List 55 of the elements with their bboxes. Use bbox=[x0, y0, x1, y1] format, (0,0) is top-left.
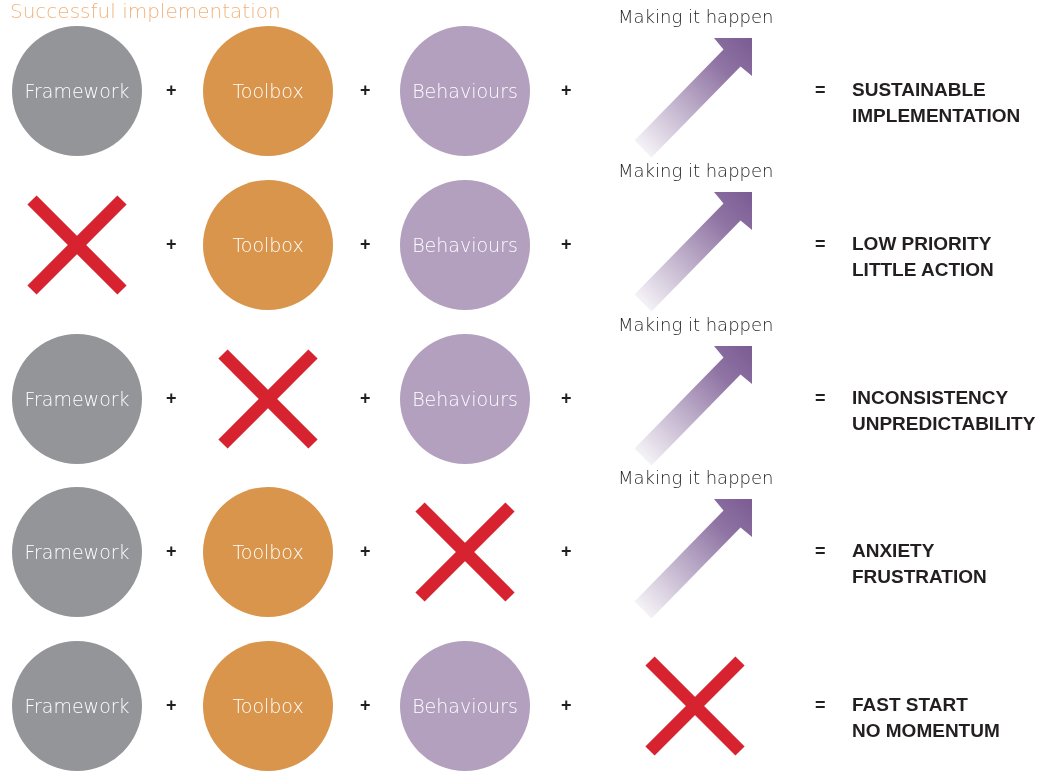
plus-sign: + bbox=[166, 80, 177, 100]
cross-mark bbox=[218, 349, 318, 449]
outcome-text: NO MOMENTUM bbox=[852, 720, 1000, 742]
plus-sign: + bbox=[561, 234, 572, 254]
circle-label: Framework bbox=[24, 541, 130, 563]
cross-mark bbox=[27, 195, 127, 295]
equals-sign: = bbox=[815, 541, 826, 561]
rising-arrow-icon bbox=[634, 192, 752, 312]
outcome-text: LITTLE ACTION bbox=[852, 259, 994, 281]
plus-sign: + bbox=[166, 234, 177, 254]
outcome-text: ANXIETY bbox=[852, 540, 935, 562]
circle-label: Toolbox bbox=[232, 541, 304, 563]
plus-sign: + bbox=[166, 695, 177, 715]
circle-label: Toolbox bbox=[232, 80, 304, 102]
outcome-text: SUSTAINABLE bbox=[852, 79, 986, 101]
plus-sign: + bbox=[561, 80, 572, 100]
plus-sign: + bbox=[360, 388, 371, 408]
outcome-text: INCONSISTENCY bbox=[852, 387, 1009, 409]
plus-sign: + bbox=[561, 388, 572, 408]
cross-mark bbox=[415, 502, 515, 602]
arrow-caption: Making it happen bbox=[618, 314, 774, 335]
circle-label: Behaviours bbox=[412, 695, 518, 717]
plus-sign: + bbox=[561, 695, 572, 715]
circle-label: Behaviours bbox=[412, 234, 518, 256]
outcome-text: FAST START bbox=[852, 694, 968, 716]
arrow-caption: Making it happen bbox=[618, 6, 774, 27]
circle-label: Framework bbox=[24, 80, 130, 102]
outcome-text: FRUSTRATION bbox=[852, 566, 987, 588]
plus-sign: + bbox=[360, 80, 371, 100]
title: Successful implementation bbox=[10, 0, 281, 22]
plus-sign: + bbox=[360, 695, 371, 715]
equals-sign: = bbox=[815, 234, 826, 254]
plus-sign: + bbox=[561, 541, 572, 561]
equals-sign: = bbox=[815, 80, 826, 100]
outcome-text: LOW PRIORITY bbox=[852, 233, 992, 255]
arrow-caption: Making it happen bbox=[618, 160, 774, 181]
rising-arrow-icon bbox=[634, 38, 752, 158]
plus-sign: + bbox=[360, 234, 371, 254]
cross-mark bbox=[645, 656, 745, 756]
circle-label: Toolbox bbox=[232, 234, 304, 256]
rising-arrow-icon bbox=[634, 499, 752, 619]
arrow-caption: Making it happen bbox=[618, 467, 774, 488]
circle-label: Behaviours bbox=[412, 80, 518, 102]
circle-label: Behaviours bbox=[412, 388, 518, 410]
equals-sign: = bbox=[815, 695, 826, 715]
circle-label: Framework bbox=[24, 388, 130, 410]
outcome-text: IMPLEMENTATION bbox=[852, 105, 1021, 127]
rising-arrow-icon bbox=[634, 346, 752, 466]
plus-sign: + bbox=[166, 541, 177, 561]
circle-label: Framework bbox=[24, 695, 130, 717]
plus-sign: + bbox=[360, 541, 371, 561]
circle-label: Toolbox bbox=[232, 695, 304, 717]
equals-sign: = bbox=[815, 388, 826, 408]
outcome-text: UNPREDICTABILITY bbox=[852, 413, 1036, 435]
plus-sign: + bbox=[166, 388, 177, 408]
